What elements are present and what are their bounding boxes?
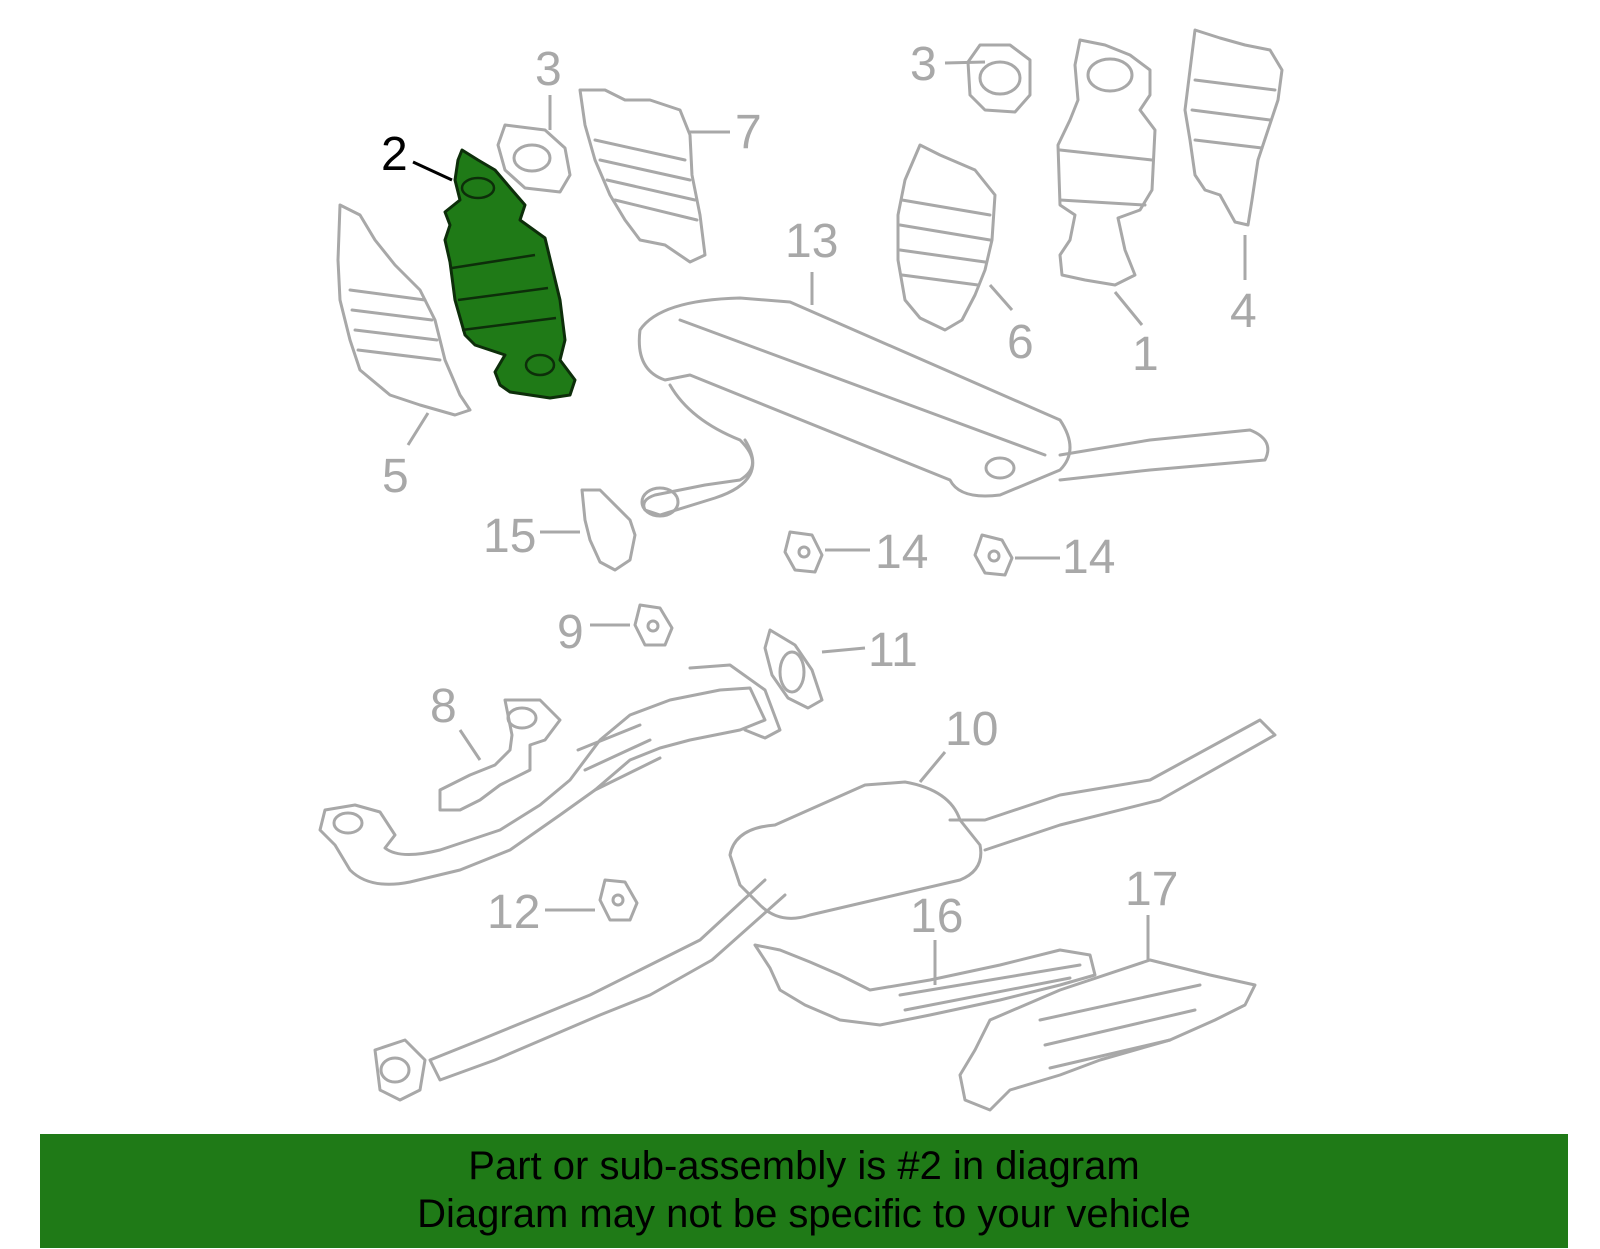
callout-1: 1 [1132, 328, 1159, 381]
callout-15: 15 [483, 510, 536, 563]
part-1-catalytic-converter[interactable] [1056, 38, 1157, 287]
callout-13: 13 [785, 215, 838, 268]
part-7-heat-shield[interactable] [578, 88, 707, 264]
part-12-hanger[interactable] [598, 878, 639, 922]
callout-11: 11 [868, 624, 918, 677]
part-3-gasket-right[interactable] [966, 43, 1032, 114]
callout-16: 16 [910, 890, 963, 943]
part-2-catalytic-converter[interactable] [443, 148, 577, 400]
part-3-gasket-left[interactable] [496, 123, 572, 194]
banner-line-2: Diagram may not be specific to your vehi… [417, 1192, 1191, 1236]
callout-3-right: 3 [910, 38, 937, 91]
part-6-heat-shield[interactable] [896, 143, 997, 332]
callout-5: 5 [382, 450, 409, 503]
callout-9: 9 [557, 606, 584, 659]
callout-8: 8 [430, 680, 457, 733]
part-13-rear-muffler[interactable] [637, 296, 1270, 518]
part-8-front-pipe[interactable] [318, 663, 782, 886]
part-4-heat-shield[interactable] [1183, 28, 1284, 227]
leader-lines [406, 60, 1247, 985]
part-9-hanger[interactable] [633, 603, 674, 647]
callout-14-b: 14 [1062, 531, 1115, 584]
callout-14-a: 14 [875, 526, 928, 579]
callout-3-left: 3 [535, 43, 562, 96]
part-14-hanger-a[interactable] [783, 530, 824, 574]
info-banner: Part or sub-assembly is #2 in diagram Di… [40, 1134, 1568, 1248]
callout-4: 4 [1230, 285, 1257, 338]
callout-12: 12 [487, 886, 540, 939]
callout-17: 17 [1125, 863, 1178, 916]
part-15-clamp[interactable] [580, 488, 637, 572]
callout-7: 7 [735, 106, 762, 159]
callout-6: 6 [1007, 316, 1034, 369]
part-5-heat-shield[interactable] [336, 203, 472, 417]
banner-line-1: Part or sub-assembly is #2 in diagram [468, 1144, 1140, 1188]
part-14-hanger-b[interactable] [973, 533, 1014, 577]
part-17-heat-shield[interactable] [958, 958, 1257, 1112]
part-10-center-muffler[interactable] [373, 718, 1277, 1102]
part-11-gasket[interactable] [763, 628, 824, 710]
callout-10: 10 [945, 703, 998, 756]
callout-2: 2 [381, 128, 408, 181]
part-16-heat-shield[interactable] [753, 943, 1097, 1027]
